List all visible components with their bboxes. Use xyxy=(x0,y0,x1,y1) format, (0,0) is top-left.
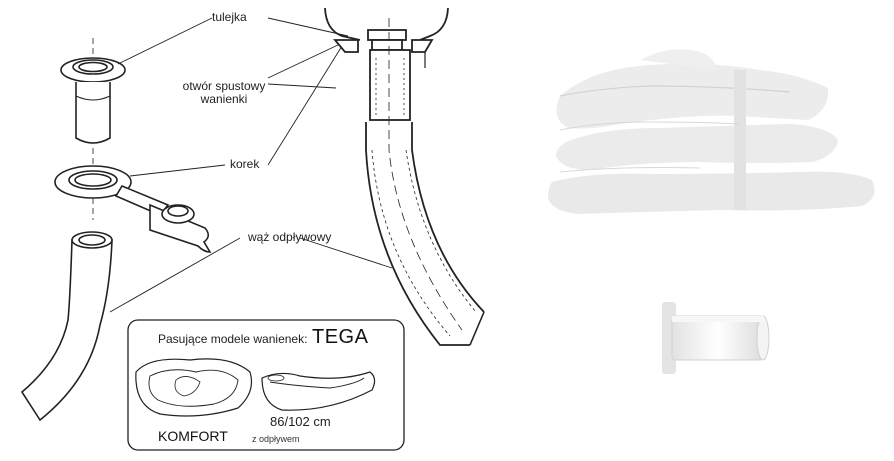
sleeve-photo xyxy=(662,302,770,374)
models-box xyxy=(127,319,405,451)
models-box-model: KOMFORT xyxy=(158,428,228,444)
sleeve-part xyxy=(60,38,126,220)
label-korek: korek xyxy=(230,157,260,171)
drain-hose-part xyxy=(20,231,113,422)
stopper-part xyxy=(54,165,212,253)
hose-photo xyxy=(548,49,875,214)
label-tulejka: tulejka xyxy=(212,10,247,24)
models-box-note: z odpływem xyxy=(252,434,300,444)
models-box-size: 86/102 cm xyxy=(270,414,331,429)
models-box-title: Pasujące modele wanienek: xyxy=(158,332,308,346)
label-otwor-spustowy: otwór spustowy wanienki xyxy=(176,80,272,106)
callout-lines xyxy=(109,17,393,313)
label-waz-odplywowy: wąż odpływowy xyxy=(248,230,332,244)
models-box-brand: TEGA xyxy=(312,326,369,348)
label-otwor-line2: wanienki xyxy=(200,92,248,106)
label-otwor-line1: otwór spustowy xyxy=(182,79,266,93)
tub-cross-section xyxy=(324,7,485,346)
